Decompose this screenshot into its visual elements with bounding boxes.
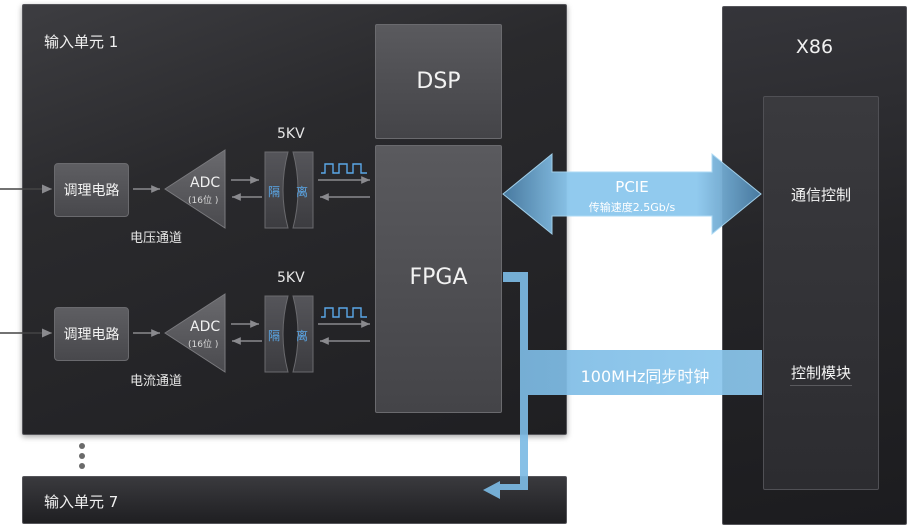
clock-label: 100MHz同步时钟 <box>580 367 710 386</box>
input-unit-1-title: 输入单元 1 <box>44 33 119 51</box>
current-channel-label: 电流通道 <box>130 374 183 389</box>
isolation-char-right-1: 离 <box>296 185 309 199</box>
isolation-left-voltage <box>264 151 289 229</box>
isolation-voltage-label-1: 5KV <box>277 126 305 142</box>
pcie-double-arrow <box>502 152 762 236</box>
adc-label-voltage: ADC <box>190 175 221 191</box>
pcie-label: PCIE <box>615 178 649 196</box>
isolation-left-current <box>264 295 289 373</box>
adc-label-current: ADC <box>190 319 221 335</box>
conditioning-circuit-voltage: 调理电路 <box>54 163 129 217</box>
x86-title: X86 <box>795 36 834 58</box>
adc-triangle-voltage <box>164 149 226 229</box>
adc-bits-voltage: (16位 ) <box>188 196 219 206</box>
pcie-speed-label: 传输速度2.5Gb/s <box>588 201 676 214</box>
fpga-block: FPGA <box>375 145 502 413</box>
isolation-char-left-1: 隔 <box>268 185 281 199</box>
isolation-voltage-label-2: 5KV <box>277 270 305 286</box>
control-module-label: 控制模块 <box>790 364 851 382</box>
clock-waveform-current <box>321 307 367 318</box>
adc-triangle-current <box>164 293 226 373</box>
fpga-label: FPGA <box>409 264 468 290</box>
isolation-char-left-2: 隔 <box>268 329 281 343</box>
clock-waveform-voltage <box>321 163 367 174</box>
control-module-underline <box>790 385 852 386</box>
isolation-right-voltage <box>292 151 314 229</box>
more-units-dots <box>79 443 85 473</box>
dsp-block: DSP <box>375 24 502 139</box>
isolation-right-current <box>292 295 314 373</box>
isolation-char-right-2: 离 <box>296 329 309 343</box>
input-unit-7-panel <box>22 476 567 524</box>
conditioning-circuit-current: 调理电路 <box>54 307 129 361</box>
comm-control-label: 通信控制 <box>790 186 851 204</box>
x86-inner-block <box>763 96 879 490</box>
adc-bits-current: (16位 ) <box>188 340 219 350</box>
input-unit-7-title: 输入单元 7 <box>44 493 119 511</box>
voltage-channel-label: 电压通道 <box>130 231 183 246</box>
clock-path-arrow <box>483 272 762 499</box>
